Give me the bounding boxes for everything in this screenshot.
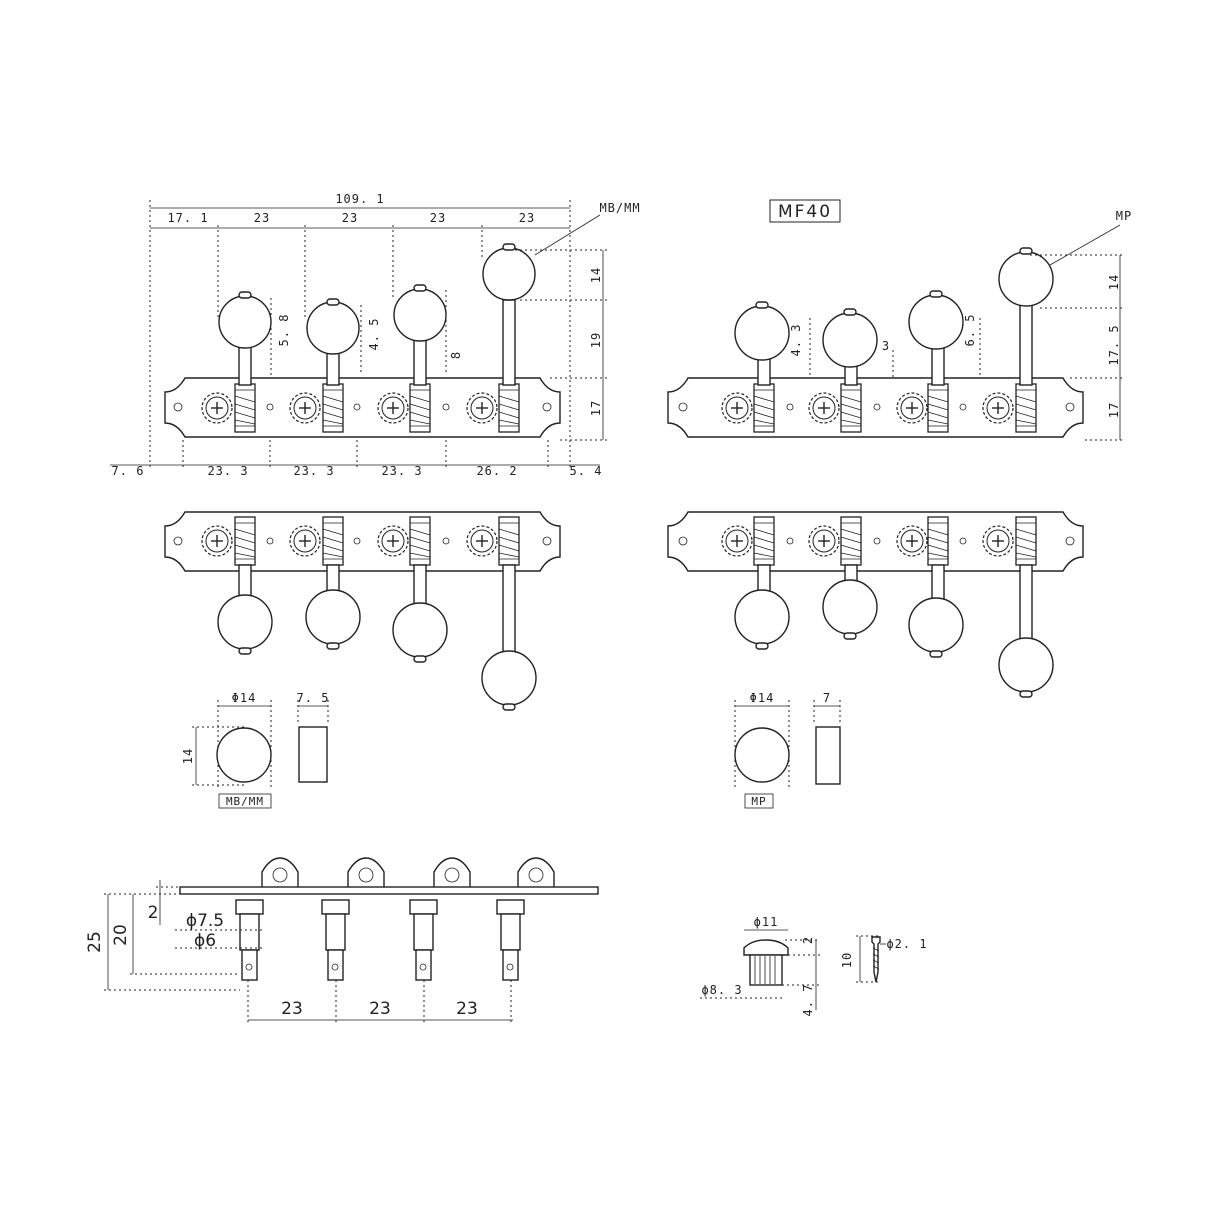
spacing-bottom-2: 23. 3 [207, 464, 248, 478]
screw-detail [856, 935, 886, 983]
mbmm-height: 14 [181, 748, 195, 764]
side-spacing-3: 23 [456, 999, 478, 1019]
spacing-top-1: 17. 1 [167, 211, 208, 225]
post-height-2: 4. 5 [367, 318, 381, 351]
tuner-top-left [110, 200, 610, 470]
right-height-r1: 14 [1107, 274, 1121, 290]
side-height-post: 20 [111, 924, 131, 946]
knob-detail-mbmm [192, 700, 329, 809]
side-plate: 2 [148, 903, 159, 923]
spacing-bottom-4: 23. 3 [381, 464, 422, 478]
post-height-r1: 4. 3 [789, 324, 803, 357]
spacing-bottom-3: 23. 3 [293, 464, 334, 478]
right-height-1: 14 [589, 267, 603, 283]
screw-diameter: ϕ2. 1 [886, 937, 927, 951]
spacing-bottom-5: 26. 2 [476, 464, 517, 478]
post-height-r3: 6. 5 [963, 314, 977, 347]
mbmm-diameter: Φ14 [232, 691, 257, 705]
knob-detail-mp [734, 700, 841, 809]
mp-label: MP [751, 795, 766, 808]
side-view [104, 857, 599, 1025]
post-height-3: 8 [449, 351, 463, 359]
right-height-r2: 17. 5 [1107, 324, 1121, 365]
knob-callout-mp: MP [1116, 209, 1132, 223]
overall-width: 109. 1 [335, 192, 384, 206]
right-height-2: 19 [589, 332, 603, 348]
right-height-r3: 17 [1107, 402, 1121, 418]
right-height-3: 17 [589, 400, 603, 416]
knob-callout-mbmm: MB/MM [599, 201, 640, 215]
mbmm-label: MB/MM [226, 795, 264, 808]
model-label: MF40 [778, 202, 832, 222]
mbmm-width: 7. 5 [297, 691, 330, 705]
post-height-r2: 3 [882, 339, 890, 353]
spacing-top-2: 23 [254, 211, 270, 225]
tuner-top-right [667, 224, 1125, 441]
screw-length: 10 [840, 952, 854, 968]
side-height-total: 25 [85, 931, 105, 953]
mp-width: 7 [823, 691, 831, 705]
spacing-bottom-6: 5. 4 [570, 464, 603, 478]
side-bushing-inner: ϕ6 [194, 931, 216, 951]
side-bushing-outer: ϕ7.5 [186, 911, 224, 931]
bushing-top: ϕ11 [754, 915, 779, 929]
bushing-detail [700, 929, 820, 1010]
tuner-mid-right [667, 511, 1084, 698]
spacing-top-4: 23 [430, 211, 446, 225]
bushing-cap: 2 [801, 936, 815, 944]
spacing-top-3: 23 [342, 211, 358, 225]
post-height-1: 5. 8 [277, 314, 291, 347]
spacing-bottom-1: 7. 6 [112, 464, 145, 478]
bushing-height: 4. 7 [801, 984, 815, 1017]
side-spacing-1: 23 [281, 999, 303, 1019]
tuner-mid-left [164, 511, 561, 711]
bushing-bottom: ϕ8. 3 [701, 983, 742, 997]
mp-diameter: Φ14 [750, 691, 775, 705]
spacing-top-5: 23 [519, 211, 535, 225]
side-spacing-2: 23 [369, 999, 391, 1019]
